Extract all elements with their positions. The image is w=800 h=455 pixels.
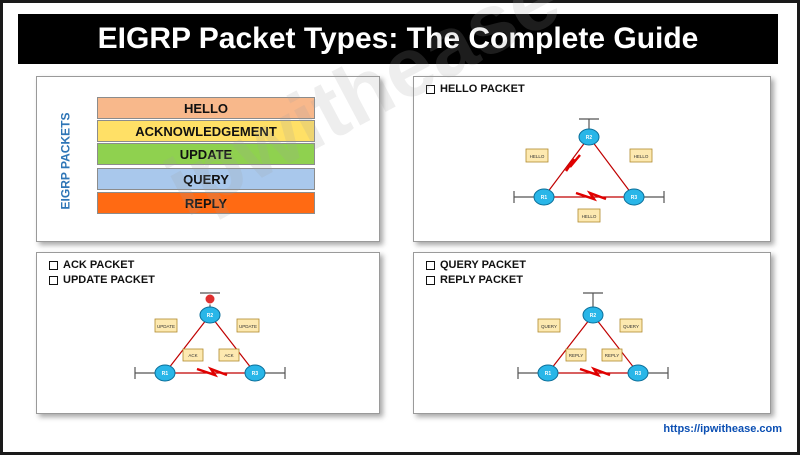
red-link-line (547, 314, 594, 374)
router-icon-r3 (623, 188, 645, 206)
router-icon-r1 (533, 188, 555, 206)
red-link-line (592, 314, 639, 374)
page-title-text: EIGRP Packet Types: The Complete Guide (97, 22, 699, 55)
envelope-label: HELLO (634, 154, 649, 159)
envelope-label: QUERY (623, 324, 639, 329)
envelope-icon (537, 318, 561, 333)
heading-text: QUERY PACKET (440, 259, 526, 271)
router-icon-r1 (154, 364, 176, 382)
envelope-icon (236, 318, 260, 333)
heading-text: ACK PACKET (63, 259, 135, 271)
envelope-label: UPDATE (157, 324, 175, 329)
failure-icon (204, 293, 216, 305)
panel-packet-list: EIGRP PACKETS HELLO ACKNOWLEDGEMENT UPDA… (36, 76, 380, 242)
heading-hello-packet: HELLO PACKET (426, 83, 525, 95)
heading-query-packet: QUERY PACKET (426, 259, 526, 271)
router-icon-r3 (627, 364, 649, 382)
router-label: R1 (541, 195, 548, 201)
panel-ack-update-packet: ACK PACKET UPDATE PACKET R2 R1 R (36, 252, 380, 414)
red-link-line (209, 314, 256, 374)
packet-bar-hello: HELLO (97, 97, 315, 119)
checkbox-icon (426, 260, 435, 270)
envelope-label: ACK (224, 353, 233, 358)
lightning-icon (579, 366, 611, 378)
router-label: R2 (590, 313, 597, 319)
heading-ack-packet: ACK PACKET (49, 259, 134, 271)
router-label: R1 (162, 371, 169, 377)
envelope-label: QUERY (541, 324, 557, 329)
red-link-line (543, 136, 590, 198)
lightning-icon (564, 154, 581, 172)
router-label: R3 (252, 371, 259, 377)
router-label: R3 (635, 371, 642, 377)
envelope-icon (601, 348, 623, 362)
hello-topology-diagram: R2 R1 R3 HELLO HELLO HELLO (513, 118, 665, 223)
envelope-label: HELLO (530, 154, 545, 159)
page-title: EIGRP Packet Types: The Complete Guide (18, 14, 778, 64)
envelope-label: UPDATE (239, 324, 257, 329)
packet-bar-reply: REPLY (97, 192, 315, 214)
vertical-label: EIGRP PACKETS (55, 101, 75, 221)
envelope-label: REPLY (569, 353, 583, 358)
envelope-label: ACK (188, 353, 197, 358)
lightning-icon (196, 366, 228, 378)
envelope-icon (182, 348, 204, 362)
panel-query-reply-packet: QUERY PACKET REPLY PACKET R2 R1 R3 (413, 252, 771, 414)
envelope-icon (629, 148, 653, 163)
router-label: R3 (631, 195, 638, 201)
packet-bar-query: QUERY (97, 168, 315, 190)
lightning-icon (575, 190, 607, 202)
envelope-icon (577, 208, 601, 223)
packet-bar-acknowledgement: ACKNOWLEDGEMENT (97, 120, 315, 142)
router-icon-r2 (578, 128, 600, 146)
checkbox-icon (49, 260, 58, 270)
envelope-icon (565, 348, 587, 362)
router-icon-r2 (582, 306, 604, 324)
red-link-line (164, 314, 211, 374)
router-label: R2 (586, 135, 593, 141)
ack-update-topology-diagram: R2 R1 R3 UPDATE UPDATE ACK ACK (134, 292, 286, 382)
envelope-icon (619, 318, 643, 333)
router-icon-r2 (199, 306, 221, 324)
router-label: R1 (545, 371, 552, 377)
query-reply-topology-diagram: R2 R1 R3 QUERY QUERY REPLY REPLY (517, 292, 669, 382)
heading-reply-packet: REPLY PACKET (426, 274, 523, 286)
checkbox-icon (49, 275, 58, 285)
checkbox-icon (426, 84, 435, 94)
router-label: R2 (207, 313, 214, 319)
heading-text: REPLY PACKET (440, 274, 523, 286)
site-url[interactable]: https://ipwithease.com (663, 423, 782, 435)
packet-bar-update: UPDATE (97, 143, 315, 165)
envelope-icon (154, 318, 178, 333)
envelope-icon (218, 348, 240, 362)
checkbox-icon (426, 275, 435, 285)
envelope-label: REPLY (605, 353, 619, 358)
panel-hello-packet: HELLO PACKET R2 R1 R3 (413, 76, 771, 242)
envelope-icon (525, 148, 549, 163)
heading-update-packet: UPDATE PACKET (49, 274, 155, 286)
vertical-label-text: EIGRP PACKETS (58, 112, 73, 210)
heading-text: UPDATE PACKET (63, 274, 155, 286)
router-icon-r1 (537, 364, 559, 382)
red-link-line (588, 136, 635, 198)
heading-text: HELLO PACKET (440, 83, 525, 95)
router-icon-r3 (244, 364, 266, 382)
envelope-label: HELLO (582, 214, 597, 219)
